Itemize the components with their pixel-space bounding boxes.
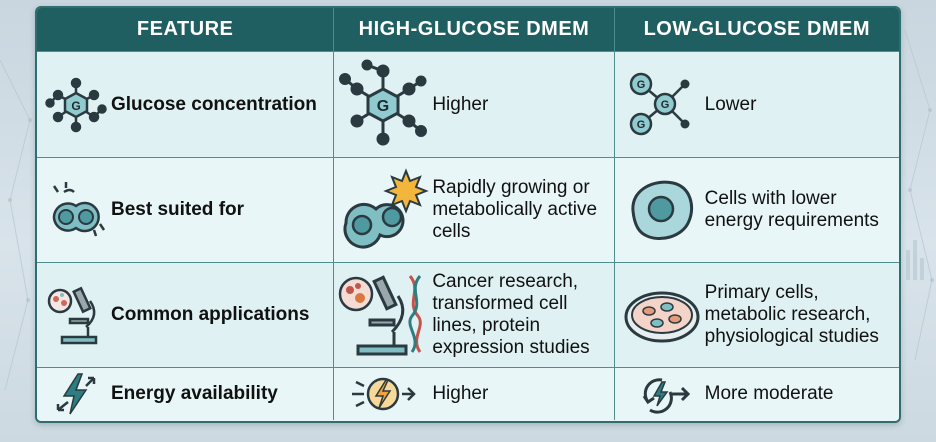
microscope-dna-icon [334,268,432,362]
high-glucose-cell: Rapidly growing or metabolically active … [334,158,615,262]
feature-cell: Best suited for [37,158,335,262]
energy-burst-icon [334,372,432,416]
low-glucose-value: More moderate [704,383,834,404]
high-glucose-value: Cancer research, transformed cell lines,… [432,271,590,358]
feature-label: Energy availability [111,383,278,404]
feature-label: Best suited for [111,199,245,220]
dividing-cell-icon [41,178,111,242]
high-glucose-cell: Higher [334,368,615,420]
low-glucose-value: Lower [704,93,757,115]
table-header: FEATURE HIGH-GLUCOSE DMEM LOW-GLUCOSE DM… [37,8,899,51]
header-feature: FEATURE [37,8,335,51]
table-row: Common applications [37,262,899,367]
single-cell-icon [619,173,705,247]
high-glucose-value: Rapidly growing or metabolically active … [432,177,598,242]
lightning-arrows-icon [41,372,111,416]
comparison-table: FEATURE HIGH-GLUCOSE DMEM LOW-GLUCOSE DM… [35,6,901,423]
high-glucose-cell: Cancer research, transformed cell lines,… [334,263,615,367]
svg-text:G: G [71,99,80,113]
low-glucose-value: Cells with lower energy requirements [704,188,879,231]
low-glucose-cell: Primary cells, metabolic research, physi… [615,263,899,367]
feature-label: Common applications [111,304,310,325]
low-glucose-cell: More moderate [615,368,899,420]
low-glucose-cell: Cells with lower energy requirements [615,158,899,262]
microscope-icon [41,283,111,347]
petri-dish-icon [619,285,705,345]
active-dividing-cell-icon [334,163,432,257]
glucose-molecule-icon: G [41,73,111,137]
glucose-molecule-large-icon: G [334,59,432,151]
table-row: Energy availability Higher [37,367,899,420]
cycle-energy-icon [619,372,705,416]
svg-text:G: G [636,79,645,91]
svg-text:G: G [660,99,669,111]
table-row: G Glucose concentration [37,51,899,157]
feature-cell: Energy availability [37,368,335,420]
low-glucose-cell: G G G Lower [615,52,899,157]
table-row: Best suited for Rapidly growing or metab… [37,157,899,262]
high-glucose-value: Higher [432,383,489,404]
svg-text:G: G [636,119,645,131]
header-high-glucose: HIGH-GLUCOSE DMEM [334,8,615,51]
high-glucose-cell: G Higher [334,52,615,157]
feature-cell: G Glucose concentration [37,52,335,157]
low-glucose-value: Primary cells, metabolic research, physi… [704,282,879,347]
svg-text:G: G [377,98,389,115]
feature-cell: Common applications [37,263,335,367]
glucose-chain-icon: G G G [619,68,705,142]
header-low-glucose: LOW-GLUCOSE DMEM [643,18,871,40]
feature-label: Glucose concentration [111,93,317,115]
high-glucose-value: Higher [432,93,489,115]
